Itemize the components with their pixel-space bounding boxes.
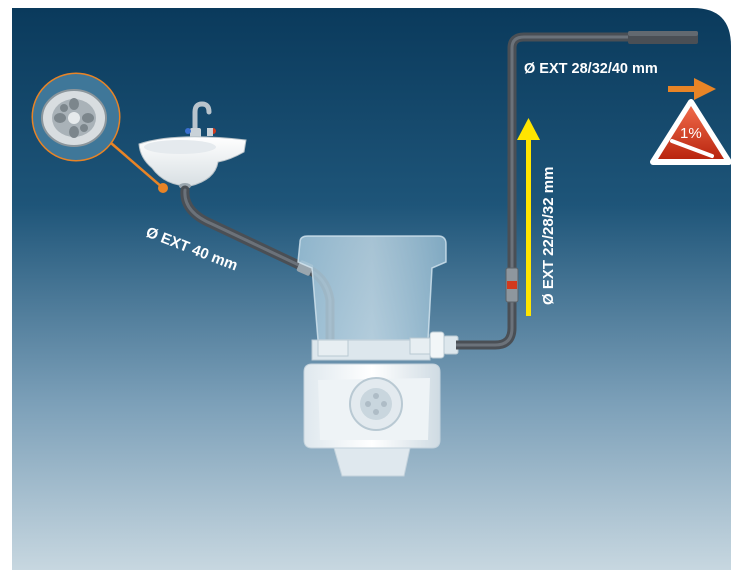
top-pipe-label: Ø EXT 28/32/40 mm (524, 61, 658, 77)
slope-label: 1% (680, 125, 702, 142)
check-valve (506, 268, 518, 302)
riser-pipe-label: Ø EXT 22/28/32 mm (540, 167, 557, 305)
